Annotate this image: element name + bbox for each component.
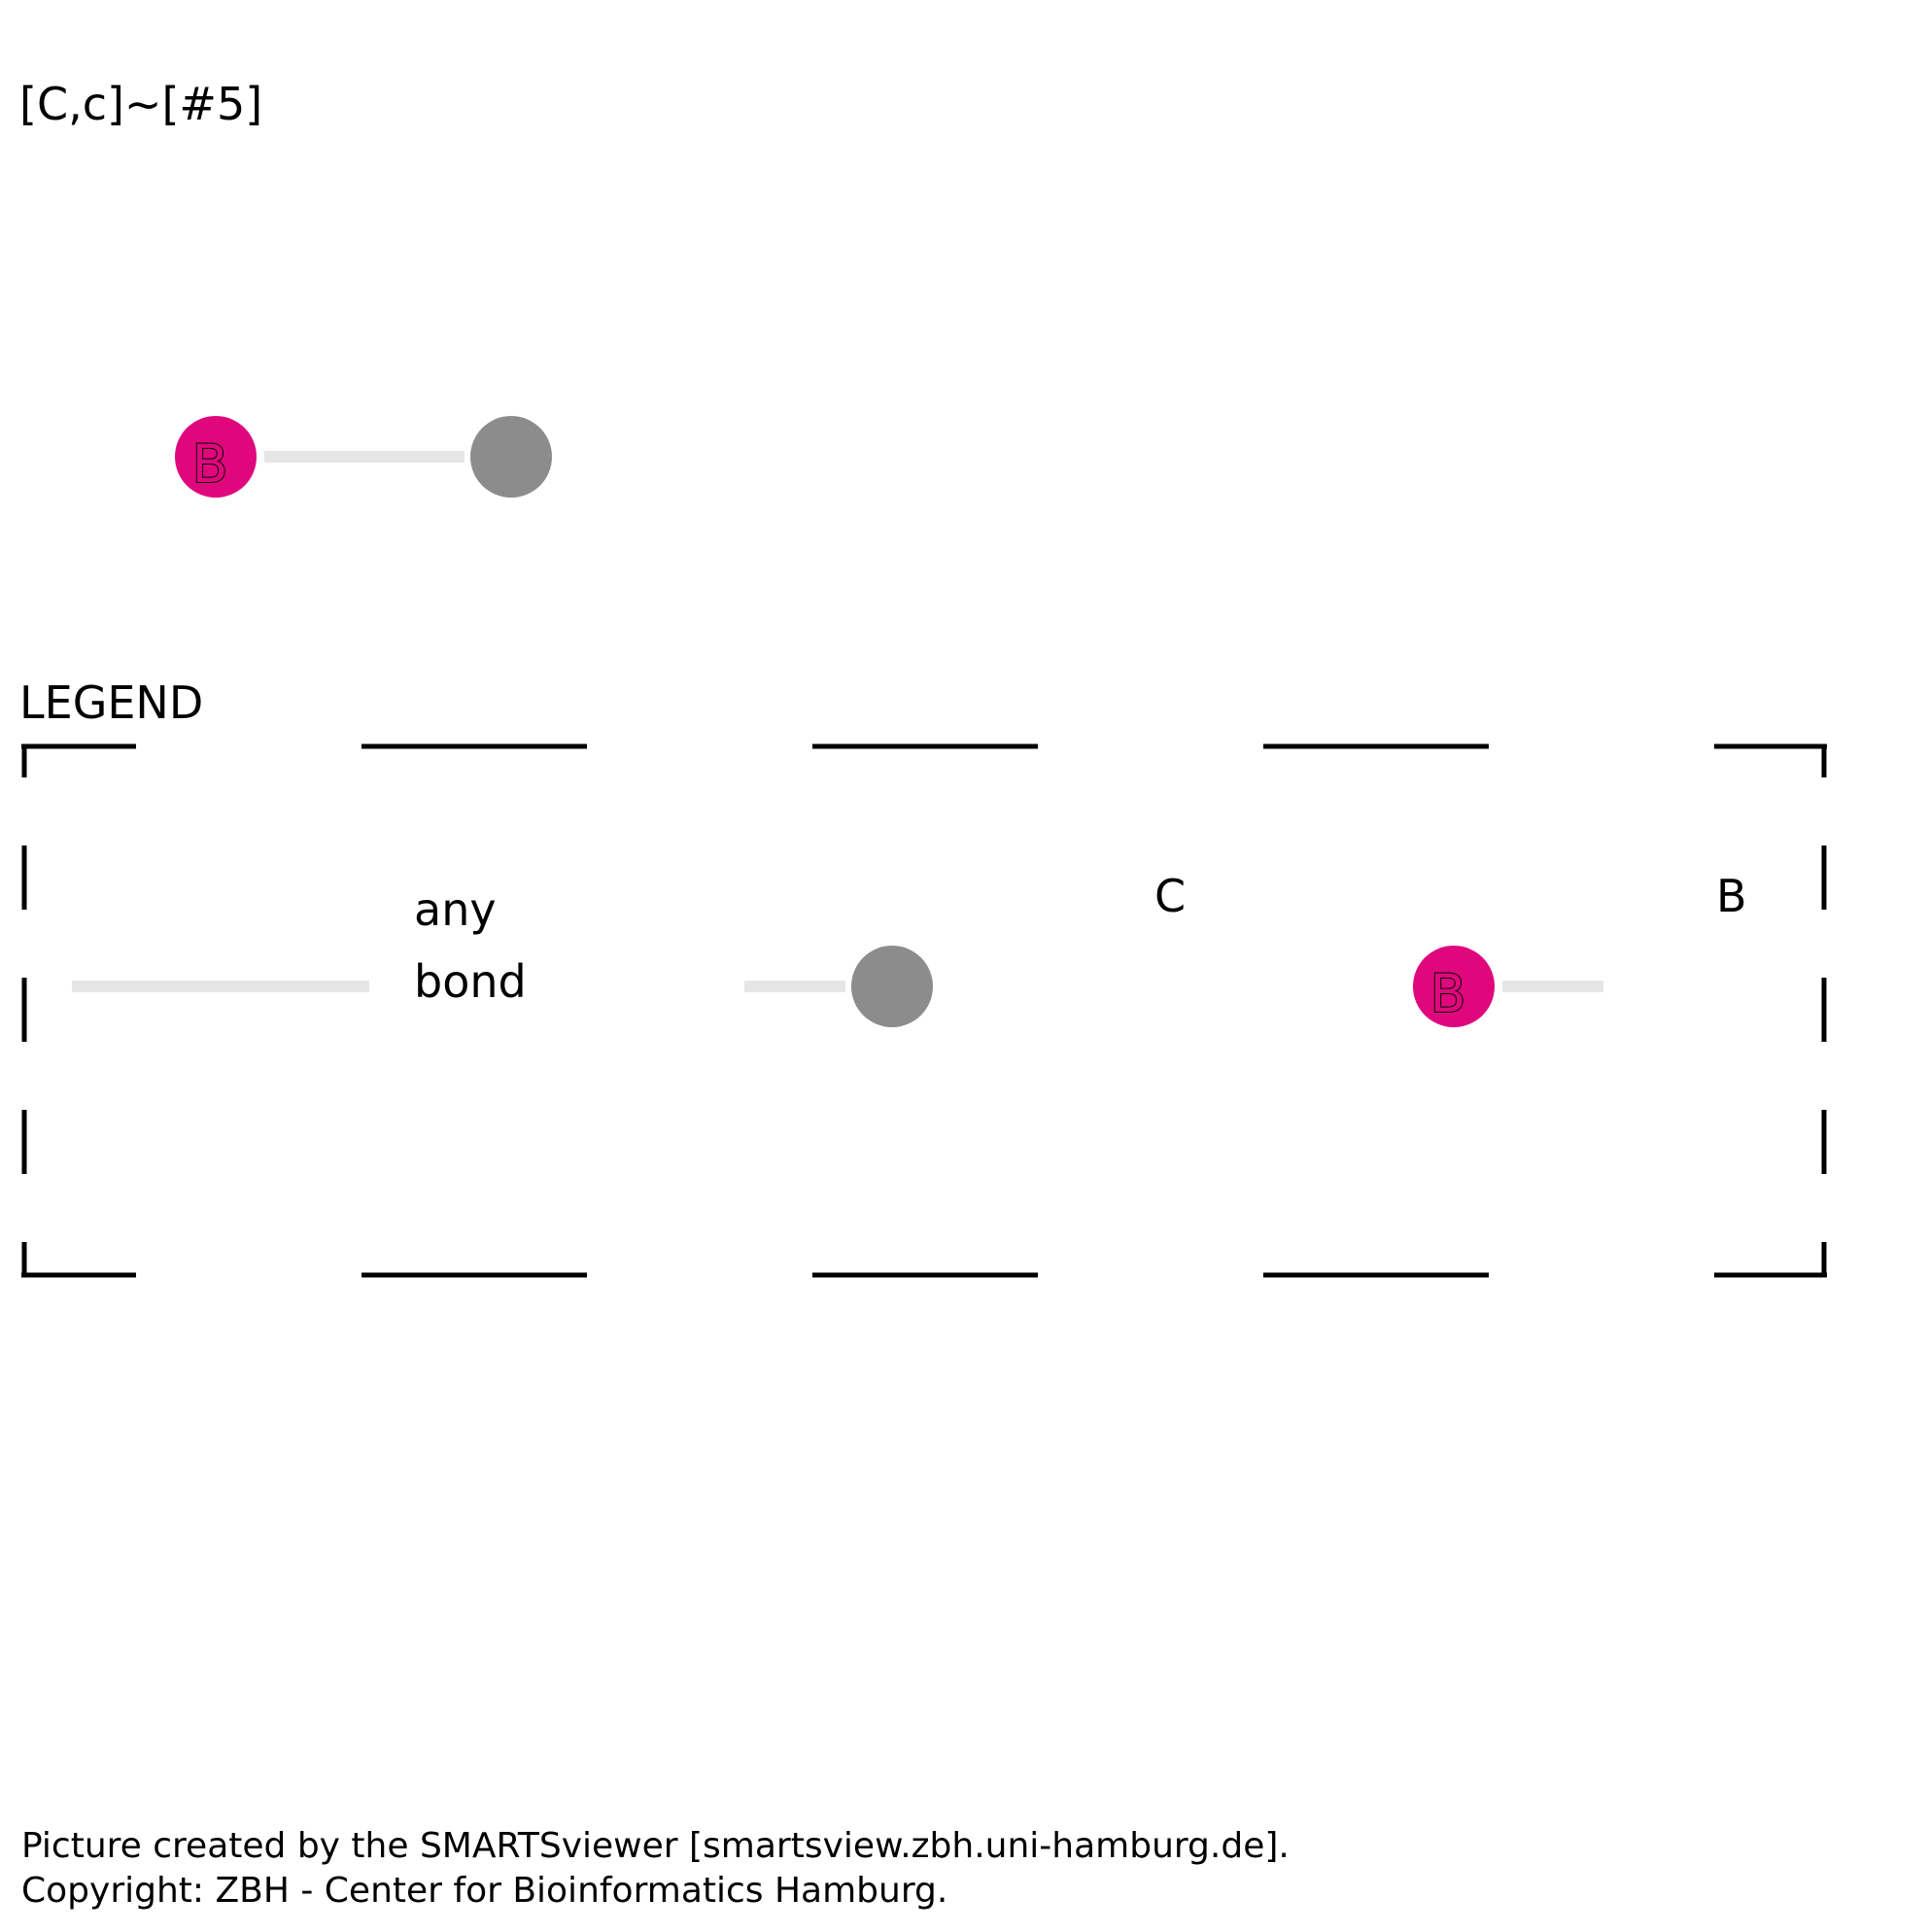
molecule-structure: B: [175, 416, 552, 498]
carbon-atom: [470, 416, 552, 498]
legend-heading: LEGEND: [19, 676, 204, 729]
legend-entry-any-bond: any bond: [72, 883, 527, 1008]
legend-boron-atom: [1413, 946, 1495, 1027]
legend-entry-boron: B B: [1413, 870, 1747, 1027]
legend-any-bond-label-line2: bond: [414, 955, 527, 1008]
legend-carbon-atom: [851, 946, 933, 1027]
legend-boron-atom-symbol: B: [1429, 963, 1465, 1024]
legend-any-bond-label-line1: any: [414, 883, 497, 936]
footer-credit: Picture created by the SMARTSviewer [sma…: [21, 1826, 1290, 1866]
legend-border: [21, 743, 1827, 1278]
legend-carbon-label: C: [1154, 870, 1186, 922]
boron-atom: [175, 416, 257, 498]
footer-copyright: Copyright: ZBH - Center for Bioinformati…: [21, 1871, 948, 1911]
legend-boron-label: B: [1716, 870, 1747, 922]
legend-entry-carbon: C: [744, 870, 1186, 1027]
smarts-pattern-title: [C,c]~[#5]: [19, 78, 263, 130]
boron-atom-label: B: [191, 433, 227, 495]
